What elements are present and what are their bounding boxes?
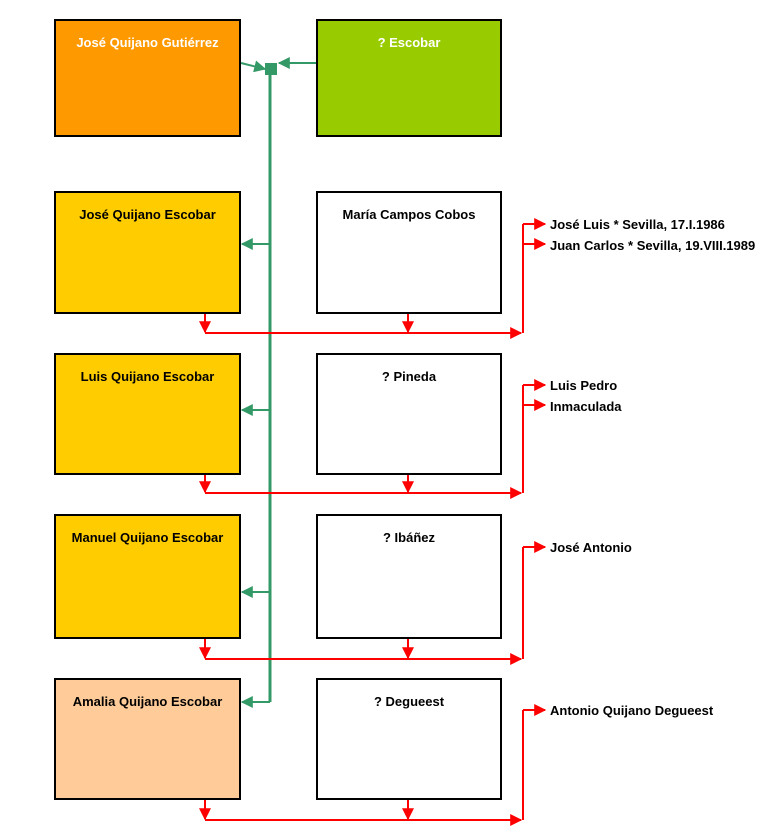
person-box[interactable]: Luis Quijano Escobar — [54, 353, 241, 475]
spouse-box[interactable]: ? Pineda — [316, 353, 502, 475]
mother-box[interactable]: ? Escobar — [316, 19, 502, 137]
child-label: Juan Carlos * Sevilla, 19.VIII.1989 — [550, 238, 756, 253]
father-link-line — [240, 60, 267, 73]
spouse-box[interactable]: ? Ibáñez — [316, 514, 502, 639]
spouse-name: ? Degueest — [373, 694, 445, 709]
child-label: Inmaculada — [550, 399, 622, 414]
person-name: José Quijano Escobar — [79, 207, 216, 222]
person-name: Luis Quijano Escobar — [80, 369, 215, 384]
person-box[interactable]: Manuel Quijano Escobar — [54, 514, 241, 639]
mother-name: ? Escobar — [377, 35, 441, 50]
person-box[interactable]: José Quijano Escobar — [54, 191, 241, 314]
spouse-box[interactable]: ? Degueest — [316, 678, 502, 800]
child-label: José Antonio — [550, 540, 632, 555]
spouse-name: ? Ibáñez — [382, 530, 435, 545]
person-name: Amalia Quijano Escobar — [72, 694, 223, 709]
child-label: José Luis * Sevilla, 17.I.1986 — [550, 217, 725, 232]
union-node — [265, 63, 277, 75]
father-box[interactable]: José Quijano Gutiérrez — [54, 19, 241, 137]
father-name: José Quijano Gutiérrez — [76, 35, 219, 50]
person-name: Manuel Quijano Escobar — [71, 530, 224, 545]
spouse-box[interactable]: María Campos Cobos — [316, 191, 502, 314]
child-label: Luis Pedro — [550, 378, 618, 393]
child-label: Antonio Quijano Degueest — [550, 703, 714, 718]
spouse-name: María Campos Cobos — [342, 207, 476, 222]
person-box[interactable]: Amalia Quijano Escobar — [54, 678, 241, 800]
spouse-name: ? Pineda — [381, 369, 437, 384]
